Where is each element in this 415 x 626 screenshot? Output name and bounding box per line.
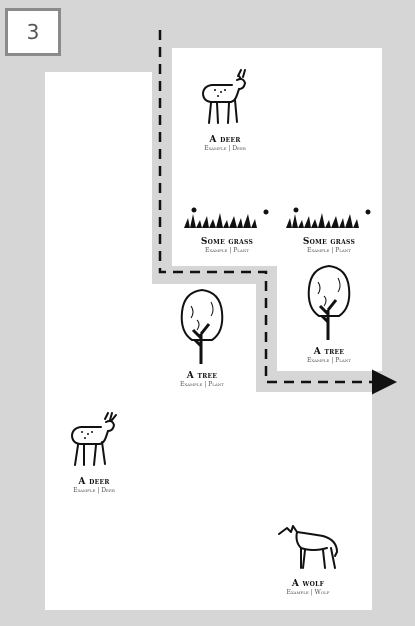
card-grass-left: Some grass Example | Plant bbox=[180, 204, 274, 254]
card-sub: Example | Wolf bbox=[268, 589, 348, 596]
card-name: Some grass bbox=[282, 237, 376, 247]
deer-icon bbox=[64, 410, 124, 470]
tree-icon bbox=[177, 286, 227, 364]
card-tree-right: A tree Example | Plant bbox=[292, 262, 366, 364]
panel-bottom-left-ext bbox=[45, 284, 152, 404]
card-wolf: A wolf Example | Wolf bbox=[268, 524, 348, 596]
card-grass-right: Some grass Example | Plant bbox=[282, 204, 376, 254]
card-name: A wolf bbox=[268, 579, 348, 589]
step-number: 3 bbox=[27, 20, 40, 44]
card-name: A deer bbox=[52, 477, 136, 487]
wolf-icon bbox=[275, 524, 341, 572]
card-tree-left: A tree Example | Plant bbox=[165, 286, 239, 388]
card-sub: Example | Plant bbox=[180, 247, 274, 254]
deer-icon bbox=[197, 66, 253, 128]
card-deer-bottom: A deer Example | Deer bbox=[52, 410, 136, 494]
step-number-badge: 3 bbox=[5, 8, 61, 56]
grass-icon bbox=[284, 204, 374, 230]
card-sub: Example | Plant bbox=[292, 357, 366, 364]
card-name: A tree bbox=[165, 371, 239, 381]
tree-icon bbox=[304, 262, 354, 340]
card-sub: Example | Deer bbox=[52, 487, 136, 494]
grass-icon bbox=[182, 204, 272, 230]
card-name: Some grass bbox=[180, 237, 274, 247]
card-name: A deer bbox=[185, 135, 265, 145]
card-name: A tree bbox=[292, 347, 366, 357]
card-sub: Example | Deer bbox=[185, 145, 265, 152]
card-deer-top: A deer Example | Deer bbox=[185, 66, 265, 152]
card-sub: Example | Plant bbox=[282, 247, 376, 254]
card-sub: Example | Plant bbox=[165, 381, 239, 388]
